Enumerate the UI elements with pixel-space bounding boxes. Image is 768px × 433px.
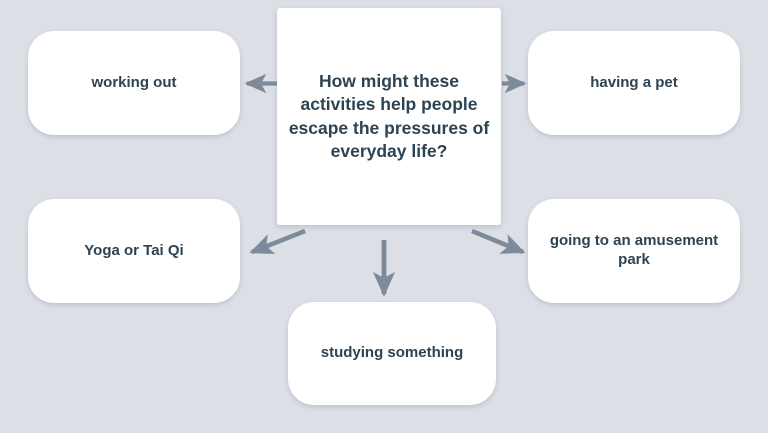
branch-label-studying-something: studying something [320,344,464,362]
center-question-node[interactable]: How might these activities help people e… [277,8,501,225]
branch-node-yoga-or-tai-qi[interactable]: Yoga or Tai Qi [28,199,240,303]
branch-node-working-out[interactable]: working out [28,31,240,135]
branch-node-amusement-park[interactable]: going to an amusement park [528,199,740,303]
branch-label-working-out: working out [91,73,177,91]
branch-label-having-a-pet: having a pet [590,73,678,91]
branch-node-having-a-pet[interactable]: having a pet [528,31,740,135]
branch-node-studying-something[interactable]: studying something [288,302,496,405]
arrow-center-to-yoga [249,228,306,255]
center-question-text: How might these activities help people e… [288,71,490,161]
arrow-center-to-amusement-park [471,228,526,255]
branch-label-amusement-park: going to an amusement park [549,232,719,268]
branch-label-yoga-or-tai-qi: Yoga or Tai Qi [84,241,184,259]
